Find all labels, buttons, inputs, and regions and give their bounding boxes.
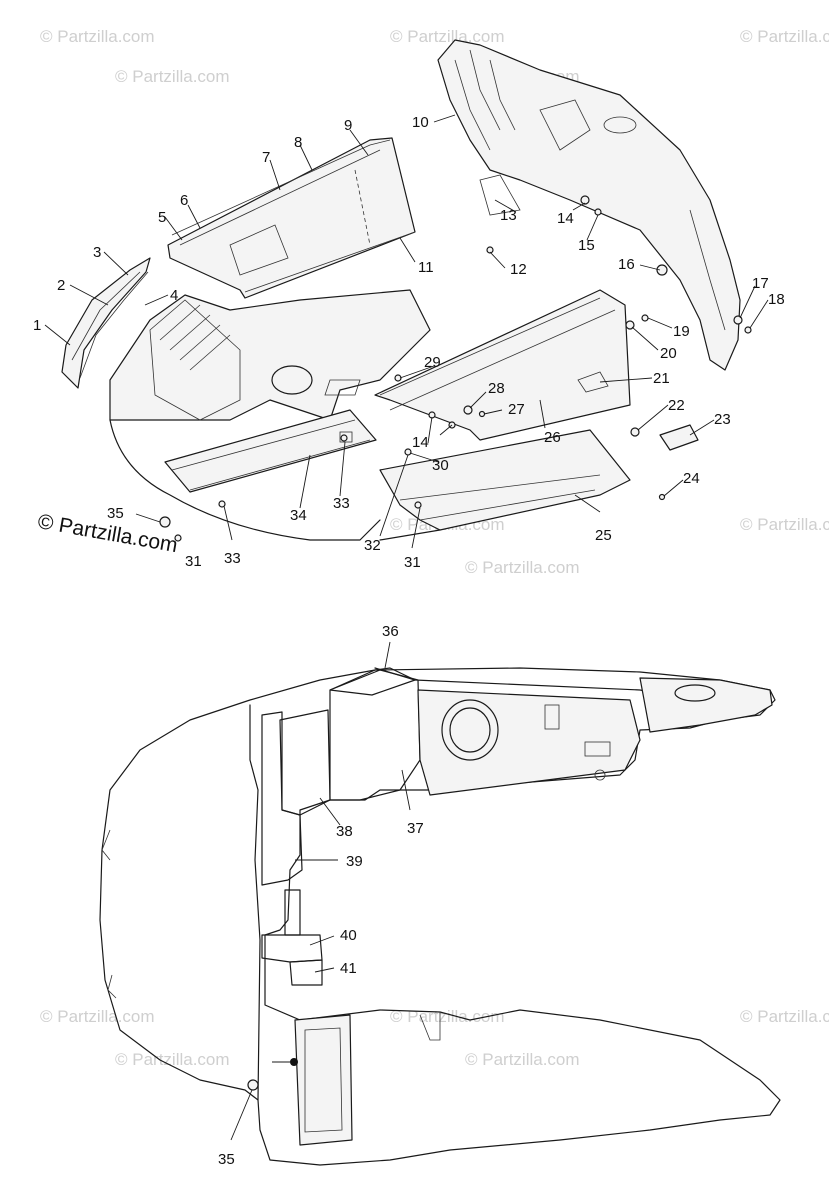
pad-36 <box>329 669 421 801</box>
callout-39: 39 <box>346 853 363 870</box>
callout-21: 21 <box>653 370 670 387</box>
callout-26: 26 <box>544 429 561 446</box>
callout-33: 33 <box>333 495 350 512</box>
upper-body-part <box>109 289 431 421</box>
left-rail-part <box>164 409 377 493</box>
callout-12: 12 <box>510 261 527 278</box>
watermark: © Partzilla.com <box>40 27 155 46</box>
right-rail-part <box>374 289 631 441</box>
callout-18: 18 <box>768 291 785 308</box>
tunnel-plate <box>417 689 641 796</box>
callout-34: 34 <box>290 507 307 524</box>
callout-35b: 35 <box>218 1151 235 1168</box>
watermark: © Partzilla.com <box>390 27 505 46</box>
hull-outline <box>99 667 781 1166</box>
callout-22: 22 <box>668 397 685 414</box>
callout-11: 11 <box>418 259 434 276</box>
watermark: © Partzilla.com <box>465 1050 580 1069</box>
callout-6: 6 <box>180 192 188 209</box>
watermark: © Partzilla.com <box>465 558 580 577</box>
callout-16: 16 <box>618 256 635 273</box>
bracket-part <box>659 424 699 451</box>
callout-4: 4 <box>170 287 178 304</box>
callout-33b: 33 <box>224 550 241 567</box>
callout-32: 32 <box>364 537 381 554</box>
callout-8: 8 <box>294 134 302 151</box>
fasteners <box>159 195 752 542</box>
callout-35: 35 <box>107 505 124 522</box>
leader-lines <box>44 114 769 1141</box>
callout-20: 20 <box>660 345 677 362</box>
callout-41: 41 <box>340 960 357 977</box>
callout-1: 1 <box>33 317 41 334</box>
lower-body-outline <box>109 419 381 541</box>
callout-17: 17 <box>752 275 769 292</box>
callout-5: 5 <box>158 209 166 226</box>
callout-14b: 14 <box>412 434 429 451</box>
pad-38 <box>279 709 331 816</box>
callout-27: 27 <box>508 401 525 418</box>
callout-40: 40 <box>340 927 357 944</box>
callout-37: 37 <box>407 820 424 837</box>
callout-19: 19 <box>673 323 690 340</box>
callout-31: 31 <box>185 553 202 570</box>
callout-28: 28 <box>488 380 505 397</box>
watermark: © Partzilla.com <box>115 1050 230 1069</box>
running-board-part <box>379 429 631 531</box>
trim-strip-part <box>61 257 151 389</box>
callout-15: 15 <box>578 237 595 254</box>
right-side-panel-part <box>437 39 741 371</box>
callout-29: 29 <box>424 354 441 371</box>
callout-2: 2 <box>57 277 65 294</box>
nose-part <box>639 677 773 733</box>
watermark: © Partzilla.com <box>740 515 829 534</box>
watermark: © Partzilla.com <box>740 27 829 46</box>
callout-24: 24 <box>683 470 700 487</box>
watermark: © Partzilla.com <box>740 1007 829 1026</box>
pad-41 <box>289 959 323 986</box>
callout-labels: 1 2 3 4 5 6 7 8 9 10 11 12 13 14 15 16 1… <box>33 114 785 1168</box>
callout-10: 10 <box>412 114 429 131</box>
callout-31b: 31 <box>404 554 421 571</box>
callout-30: 30 <box>432 457 449 474</box>
callout-9: 9 <box>344 117 352 134</box>
front-plate <box>294 1014 353 1146</box>
exploded-view <box>61 39 752 542</box>
underside-view <box>99 667 781 1166</box>
callout-7: 7 <box>262 149 270 166</box>
pad-40 <box>261 934 323 963</box>
callout-36: 36 <box>382 623 399 640</box>
callout-38: 38 <box>336 823 353 840</box>
callout-25: 25 <box>595 527 612 544</box>
callout-14: 14 <box>557 210 574 227</box>
dash-panel-part <box>167 137 416 299</box>
pad-39 <box>261 711 303 886</box>
watermark: © Partzilla.com <box>40 1007 155 1026</box>
callout-3: 3 <box>93 244 101 261</box>
watermark: © Partzilla.com <box>115 67 230 86</box>
callout-23: 23 <box>714 411 731 428</box>
pad-36-top <box>329 667 416 696</box>
callout-13: 13 <box>500 207 517 224</box>
